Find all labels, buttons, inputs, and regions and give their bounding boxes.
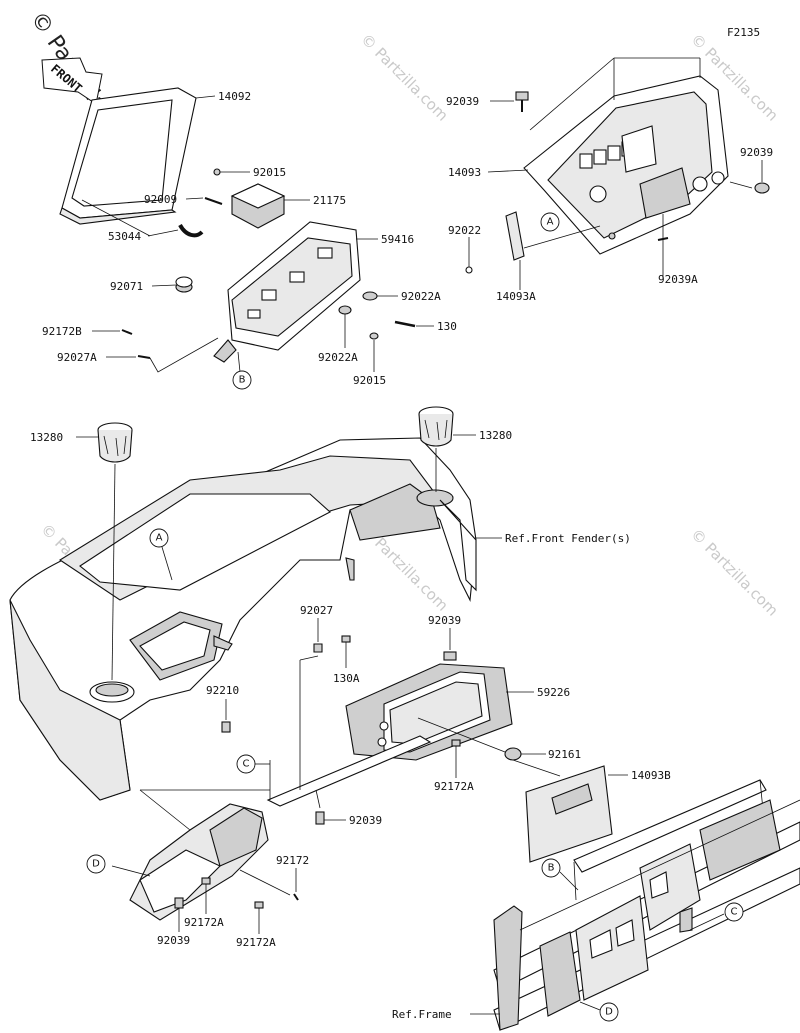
part-92022a-washer xyxy=(362,291,378,301)
main-dash-body xyxy=(9,437,477,801)
label-92022a: 92022A xyxy=(401,290,441,303)
part-59226-glovebox xyxy=(345,663,534,761)
part-92022-washer xyxy=(465,266,473,274)
callout-a-letter: A xyxy=(547,217,554,228)
part-92039-bolt xyxy=(315,789,346,825)
label-21175: 21175 xyxy=(313,194,346,207)
label-92172a: 92172A xyxy=(236,936,276,949)
part-92039-bolt xyxy=(490,91,529,112)
label-14093a: 14093A xyxy=(496,290,536,303)
label-14093b: 14093B xyxy=(631,769,671,782)
part-14093b-panel xyxy=(525,765,628,863)
left-lower-panel xyxy=(129,789,270,921)
part-14093a-strip xyxy=(505,211,525,290)
label-92015: 92015 xyxy=(253,166,286,179)
label-92039: 92039 xyxy=(349,814,382,827)
part-92210-clip xyxy=(221,721,231,733)
part-92027-nut xyxy=(313,618,323,653)
label-14093: 14093 xyxy=(448,166,481,179)
callout-c-letter: C xyxy=(731,907,738,918)
watermark-text: © Partzilla.com xyxy=(357,30,452,125)
part-92027a-clip xyxy=(137,355,151,359)
label-92071: 92071 xyxy=(110,280,143,293)
callout-d-letter: D xyxy=(605,1007,613,1018)
label-92039a: 92039A xyxy=(658,273,698,286)
label-13280: 13280 xyxy=(30,431,63,444)
part-130a-bolt xyxy=(341,635,351,668)
part-21175-module xyxy=(230,183,310,229)
part-130-bolt xyxy=(394,320,434,328)
label-ref-front-fender: Ref.Front Fender(s) xyxy=(505,532,631,545)
label-92039: 92039 xyxy=(740,146,773,159)
label-13280: 13280 xyxy=(479,429,512,442)
frame-assembly xyxy=(493,779,800,1031)
part-92172-screw xyxy=(293,893,299,901)
lower-dash-beam xyxy=(266,655,432,807)
callout-b-letter: B xyxy=(548,863,555,874)
callout-b: B xyxy=(232,370,252,390)
part-14093-dash-panel xyxy=(487,57,729,255)
part-92015-nut xyxy=(369,332,379,340)
label-59226: 59226 xyxy=(537,686,570,699)
label-92210: 92210 xyxy=(206,684,239,697)
part-13280-cupholder xyxy=(418,406,476,492)
callout-b-letter: B xyxy=(239,375,246,386)
part-92039-bolt xyxy=(443,628,457,661)
callout-d: D xyxy=(599,1002,619,1022)
label-53044: 53044 xyxy=(108,230,141,243)
part-13280-cupholder xyxy=(76,422,133,681)
callout-a: A xyxy=(540,212,560,232)
callout-a: A xyxy=(149,528,173,581)
part-92015-nut xyxy=(213,168,221,176)
label-130: 130 xyxy=(437,320,457,333)
front-arrow: FRONT xyxy=(41,57,103,105)
label-92015: 92015 xyxy=(353,374,386,387)
label-92172b: 92172B xyxy=(42,325,82,338)
figure-code: F2135 xyxy=(727,26,760,39)
label-59416: 59416 xyxy=(381,233,414,246)
label-92022: 92022 xyxy=(448,224,481,237)
label-130a: 130A xyxy=(333,672,360,685)
callout-d-letter: D xyxy=(92,859,100,870)
label-92039: 92039 xyxy=(446,95,479,108)
label-92172: 92172 xyxy=(276,854,309,867)
label-92172a: 92172A xyxy=(184,916,224,929)
part-53044-hose xyxy=(178,223,204,238)
callout-a-letter: A xyxy=(156,533,163,544)
callout-c: C xyxy=(724,902,744,922)
part-92172a-screw xyxy=(451,739,461,778)
part-92161-grommet xyxy=(417,717,561,777)
label-92027: 92027 xyxy=(300,604,333,617)
part-labels: 14092 92015 92009 21175 53044 59416 9207… xyxy=(30,90,773,1021)
label-92172a: 92172A xyxy=(434,780,474,793)
part-92172a-screw xyxy=(201,877,211,885)
label-92039: 92039 xyxy=(428,614,461,627)
part-92039-bolt xyxy=(174,897,184,909)
callout-d: D xyxy=(86,854,106,874)
part-59416-bracket xyxy=(213,221,378,363)
label-92161: 92161 xyxy=(548,748,581,761)
part-14092-bezel xyxy=(59,87,216,225)
part-92071-grommet xyxy=(151,276,193,293)
callout-b: B xyxy=(541,858,561,878)
part-92009-screw xyxy=(185,197,223,205)
label-14092: 14092 xyxy=(218,90,251,103)
callout-c: C xyxy=(236,754,270,774)
label-92027a: 92027A xyxy=(57,351,97,364)
label-92022a: 92022A xyxy=(318,351,358,364)
watermark-text: © Partzilla.com xyxy=(687,525,782,620)
part-92172a-screw xyxy=(254,901,264,909)
callout-c-letter: C xyxy=(243,759,250,770)
label-92009: 92009 xyxy=(144,193,177,206)
part-92022a-washer xyxy=(338,305,352,315)
part-92039-bolt xyxy=(754,160,770,194)
label-ref-frame: Ref.Frame xyxy=(392,1008,452,1021)
part-92172b-screw xyxy=(121,329,133,335)
label-92039: 92039 xyxy=(157,934,190,947)
